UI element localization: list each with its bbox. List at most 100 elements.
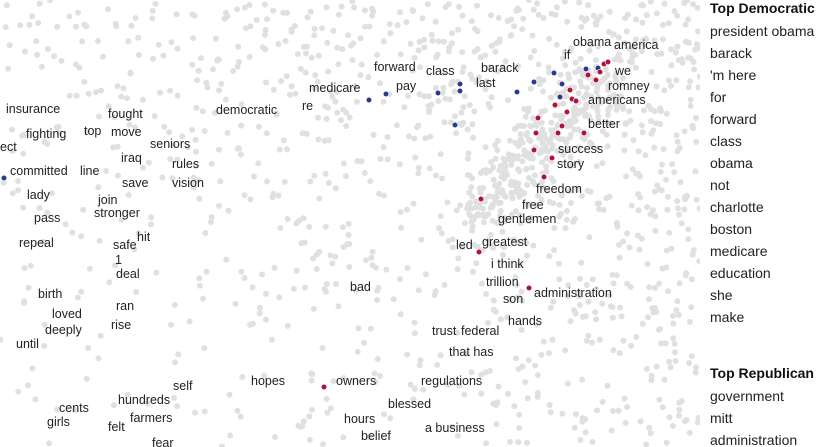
neutral-point [690, 58, 697, 65]
neutral-point [641, 41, 648, 48]
neutral-point [125, 192, 132, 198]
neutral-point [681, 128, 688, 135]
neutral-point [203, 79, 210, 86]
word-label: cents [59, 401, 89, 415]
neutral-point [238, 268, 245, 275]
democrat-point [365, 96, 373, 104]
neutral-point [482, 144, 489, 151]
republican-item: administration [710, 432, 798, 447]
neutral-point [563, 208, 570, 214]
neutral-point [693, 139, 700, 145]
neutral-point [658, 187, 665, 194]
word-label: re [302, 99, 313, 113]
neutral-point [221, 15, 228, 22]
neutral-point [251, 173, 257, 180]
neutral-point [667, 364, 674, 371]
neutral-point [486, 368, 493, 374]
neutral-point [144, 400, 151, 407]
neutral-point [327, 252, 334, 259]
neutral-point [474, 2, 480, 9]
neutral-point [460, 64, 467, 71]
neutral-point [576, 293, 582, 300]
neutral-point [550, 178, 557, 185]
neutral-point [25, 382, 32, 389]
neutral-point [407, 40, 414, 47]
word-label: deal [116, 267, 140, 281]
neutral-point [335, 61, 342, 68]
neutral-point [596, 206, 603, 213]
neutral-point [515, 239, 522, 246]
neutral-point [343, 109, 350, 116]
neutral-point [596, 336, 603, 343]
neutral-point [349, 0, 356, 5]
neutral-point [682, 272, 689, 279]
democrat-point [382, 90, 390, 98]
neutral-point [635, 191, 642, 198]
neutral-point [396, 161, 403, 168]
neutral-point [637, 173, 643, 180]
neutral-point [174, 92, 181, 99]
neutral-point [333, 281, 340, 287]
neutral-point [692, 369, 699, 376]
neutral-point [609, 314, 616, 321]
neutral-point [661, 0, 668, 7]
neutral-point [661, 87, 668, 94]
neutral-point [694, 419, 700, 426]
neutral-point [150, 55, 156, 62]
neutral-point [405, 133, 412, 140]
neutral-point [492, 199, 499, 206]
neutral-point [125, 38, 132, 45]
neutral-point [369, 248, 376, 255]
neutral-point [92, 89, 99, 96]
neutral-point [439, 89, 446, 96]
neutral-point [576, 0, 583, 6]
neutral-point [649, 207, 656, 214]
neutral-point [507, 32, 514, 39]
neutral-point [533, 122, 540, 129]
neutral-point [442, 95, 449, 102]
neutral-point [652, 227, 659, 234]
neutral-point [669, 423, 676, 429]
neutral-point [366, 434, 373, 441]
neutral-point [468, 218, 475, 225]
neutral-point [525, 357, 532, 364]
neutral-point [556, 260, 562, 267]
word-label: seniors [150, 137, 190, 151]
neutral-point [645, 314, 652, 321]
neutral-point [270, 7, 277, 14]
neutral-point [546, 69, 553, 76]
neutral-point [622, 120, 629, 127]
neutral-point [411, 54, 418, 61]
neutral-point [469, 268, 476, 275]
neutral-point [315, 52, 322, 59]
word-label: fought [108, 107, 143, 121]
neutral-point [621, 395, 628, 402]
neutral-point [694, 4, 700, 11]
republican-point [558, 122, 566, 130]
republican-point [475, 248, 483, 256]
neutral-point [577, 78, 584, 85]
word-label: 1 [115, 253, 122, 267]
neutral-point [449, 236, 456, 243]
neutral-point [635, 148, 642, 155]
neutral-point [277, 224, 284, 231]
neutral-point [110, 144, 117, 151]
neutral-point [439, 175, 446, 182]
neutral-point [564, 144, 571, 151]
neutral-point [170, 142, 177, 149]
neutral-point [457, 202, 464, 209]
neutral-point [261, 31, 268, 38]
neutral-point [41, 138, 48, 145]
neutral-point [83, 23, 90, 30]
neutral-point [643, 12, 650, 19]
neutral-point [532, 362, 539, 369]
neutral-point [688, 353, 695, 360]
neutral-point [563, 139, 570, 146]
neutral-point [665, 288, 672, 295]
neutral-point [29, 13, 36, 20]
neutral-point [323, 115, 330, 122]
neutral-point [145, 159, 152, 166]
neutral-point [564, 18, 571, 25]
neutral-point [539, 183, 546, 190]
neutral-point [640, 2, 646, 9]
